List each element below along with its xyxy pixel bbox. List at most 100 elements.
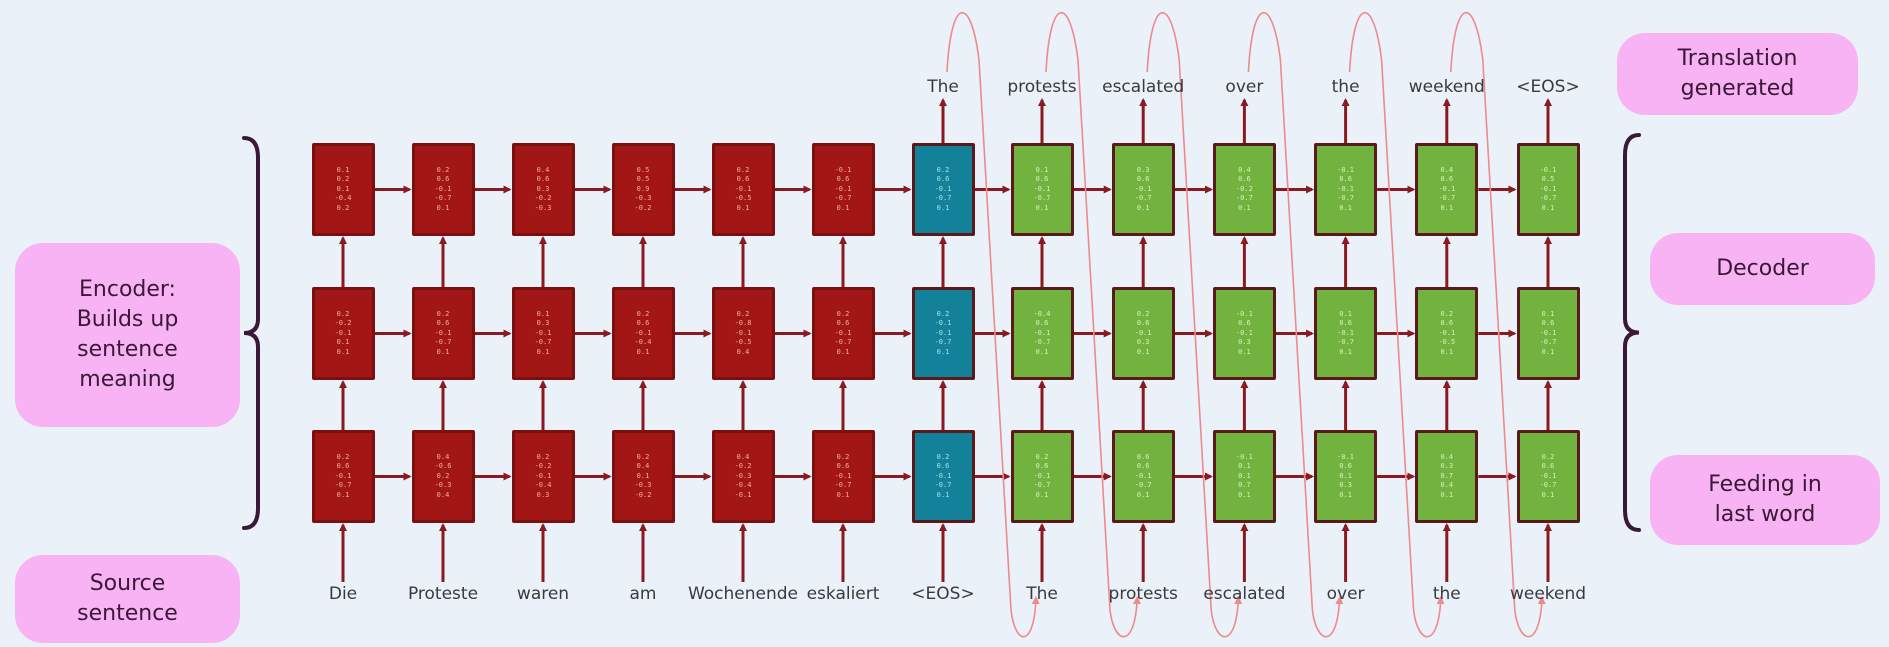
hidden-state-value: -0.6 (434, 462, 452, 471)
hidden-state-value: 0.7 (1440, 471, 1454, 480)
hidden-state-value: -0.4 (734, 481, 752, 490)
hidden-state-value: 0.3 (536, 490, 550, 499)
hidden-state-value: 0.1 (636, 471, 650, 480)
output-word: <EOS> (1516, 77, 1580, 97)
hidden-state-value: -0.7 (1438, 194, 1456, 203)
input-word: escalated (1203, 584, 1286, 604)
encoder-label: Encoder: Builds up sentence meaning (15, 243, 240, 427)
output-word: protests (1007, 77, 1077, 97)
hidden-state-value: 0.4 (1440, 452, 1454, 461)
hidden-state-value: 0.1 (1541, 490, 1555, 499)
hidden-state-value: -0.1 (1134, 184, 1152, 193)
hidden-state-value: -0.4 (1033, 309, 1051, 318)
hidden-state-value: 0.9 (636, 184, 650, 193)
hidden-state-value: 0.3 (1136, 165, 1150, 174)
hidden-state-value: -0.5 (734, 338, 752, 347)
hidden-state-value: 0.6 (1136, 319, 1150, 328)
hidden-state-value: 0.1 (336, 165, 350, 174)
hidden-state-value: 0.2 (936, 165, 950, 174)
output-word: The (927, 77, 959, 97)
source-label-line: sentence (77, 601, 178, 626)
hidden-state-value: -0.1 (834, 471, 852, 480)
output-word: weekend (1408, 77, 1485, 97)
hidden-state-value: -0.7 (1539, 481, 1557, 490)
hidden-state-value: -0.2 (634, 490, 652, 499)
hidden-state-value: -0.1 (734, 490, 752, 499)
hidden-state-value: 0.2 (336, 452, 350, 461)
hidden-state-value: 0.4 (1440, 481, 1454, 490)
hidden-state-value: 0.6 (1136, 452, 1150, 461)
hidden-state-value: 0.6 (836, 175, 850, 184)
hidden-state-value: 0.1 (1440, 490, 1454, 499)
hidden-state-value: -0.7 (1134, 194, 1152, 203)
hidden-state-value: 0.1 (1339, 203, 1352, 212)
hidden-state-value: -0.1 (1235, 328, 1253, 337)
hidden-state-value: 0.1 (636, 347, 650, 356)
hidden-state-value: -0.2 (734, 462, 752, 471)
hidden-state-value: 0.6 (1339, 319, 1352, 328)
hidden-state-value: -0.8 (734, 319, 752, 328)
hidden-state-value: 0.2 (1440, 309, 1454, 318)
hidden-state-value: -0.5 (734, 194, 752, 203)
hidden-state-value: 0.2 (936, 309, 950, 318)
hidden-state-value: 0.2 (936, 452, 950, 461)
hidden-state-value: -0.1 (934, 328, 952, 337)
encoder-label-line: meaning (79, 367, 176, 392)
hidden-state-value: 0.7 (1238, 481, 1251, 490)
feedback-loop-arrow (1247, 11, 1344, 638)
hidden-state-value: -0.7 (834, 481, 852, 490)
feedback-loop-arrow (946, 11, 1040, 638)
hidden-state-value: -0.7 (434, 194, 452, 203)
hidden-state-value: -0.1 (1134, 471, 1152, 480)
input-word: weekend (1509, 584, 1587, 604)
hidden-state-value: -0.1 (1033, 471, 1051, 480)
hidden-state-value: -0.1 (1235, 309, 1253, 318)
encoder-brace (242, 136, 260, 530)
input-word: Wochenende (687, 584, 799, 604)
hidden-state-value: -0.1 (1337, 328, 1355, 337)
translation-generated-label: Translation generated (1617, 33, 1858, 115)
hidden-state-value: 0.2 (836, 309, 850, 318)
hidden-state-value: 0.6 (736, 175, 750, 184)
feedback-loop-arrow (1450, 11, 1546, 638)
hidden-state-value: -0.1 (334, 328, 352, 337)
hidden-state-value: 0.5 (636, 175, 650, 184)
hidden-state-value: 0.1 (336, 347, 350, 356)
hidden-state-value: -0.7 (1033, 194, 1051, 203)
hidden-state-value: 0.2 (736, 165, 750, 174)
hidden-state-value: -0.1 (1337, 184, 1355, 193)
hidden-state-value: -0.1 (934, 319, 952, 328)
hidden-state-value: -0.4 (334, 194, 352, 203)
hidden-state-value: 0.2 (436, 165, 450, 174)
hidden-state-value: -0.7 (1134, 481, 1152, 490)
hidden-state-value: 0.1 (336, 184, 350, 193)
hidden-state-value: 0.2 (1136, 309, 1150, 318)
hidden-state-value: 0.6 (1035, 462, 1049, 471)
hidden-state-value: -0.1 (534, 328, 552, 337)
hidden-state-value: -0.1 (1337, 165, 1355, 174)
hidden-state-value: 0.1 (436, 347, 450, 356)
hidden-state-value: 0.1 (1035, 203, 1049, 212)
hidden-state-value: 0.4 (436, 490, 450, 499)
hidden-state-value: 0.1 (1238, 490, 1251, 499)
hidden-state-value: 0.6 (1440, 175, 1454, 184)
translation-label-line: generated (1680, 76, 1795, 101)
hidden-state-value: 0.6 (1339, 175, 1352, 184)
hidden-state-value: 0.1 (1035, 165, 1049, 174)
hidden-state-value: 0.1 (1035, 347, 1049, 356)
